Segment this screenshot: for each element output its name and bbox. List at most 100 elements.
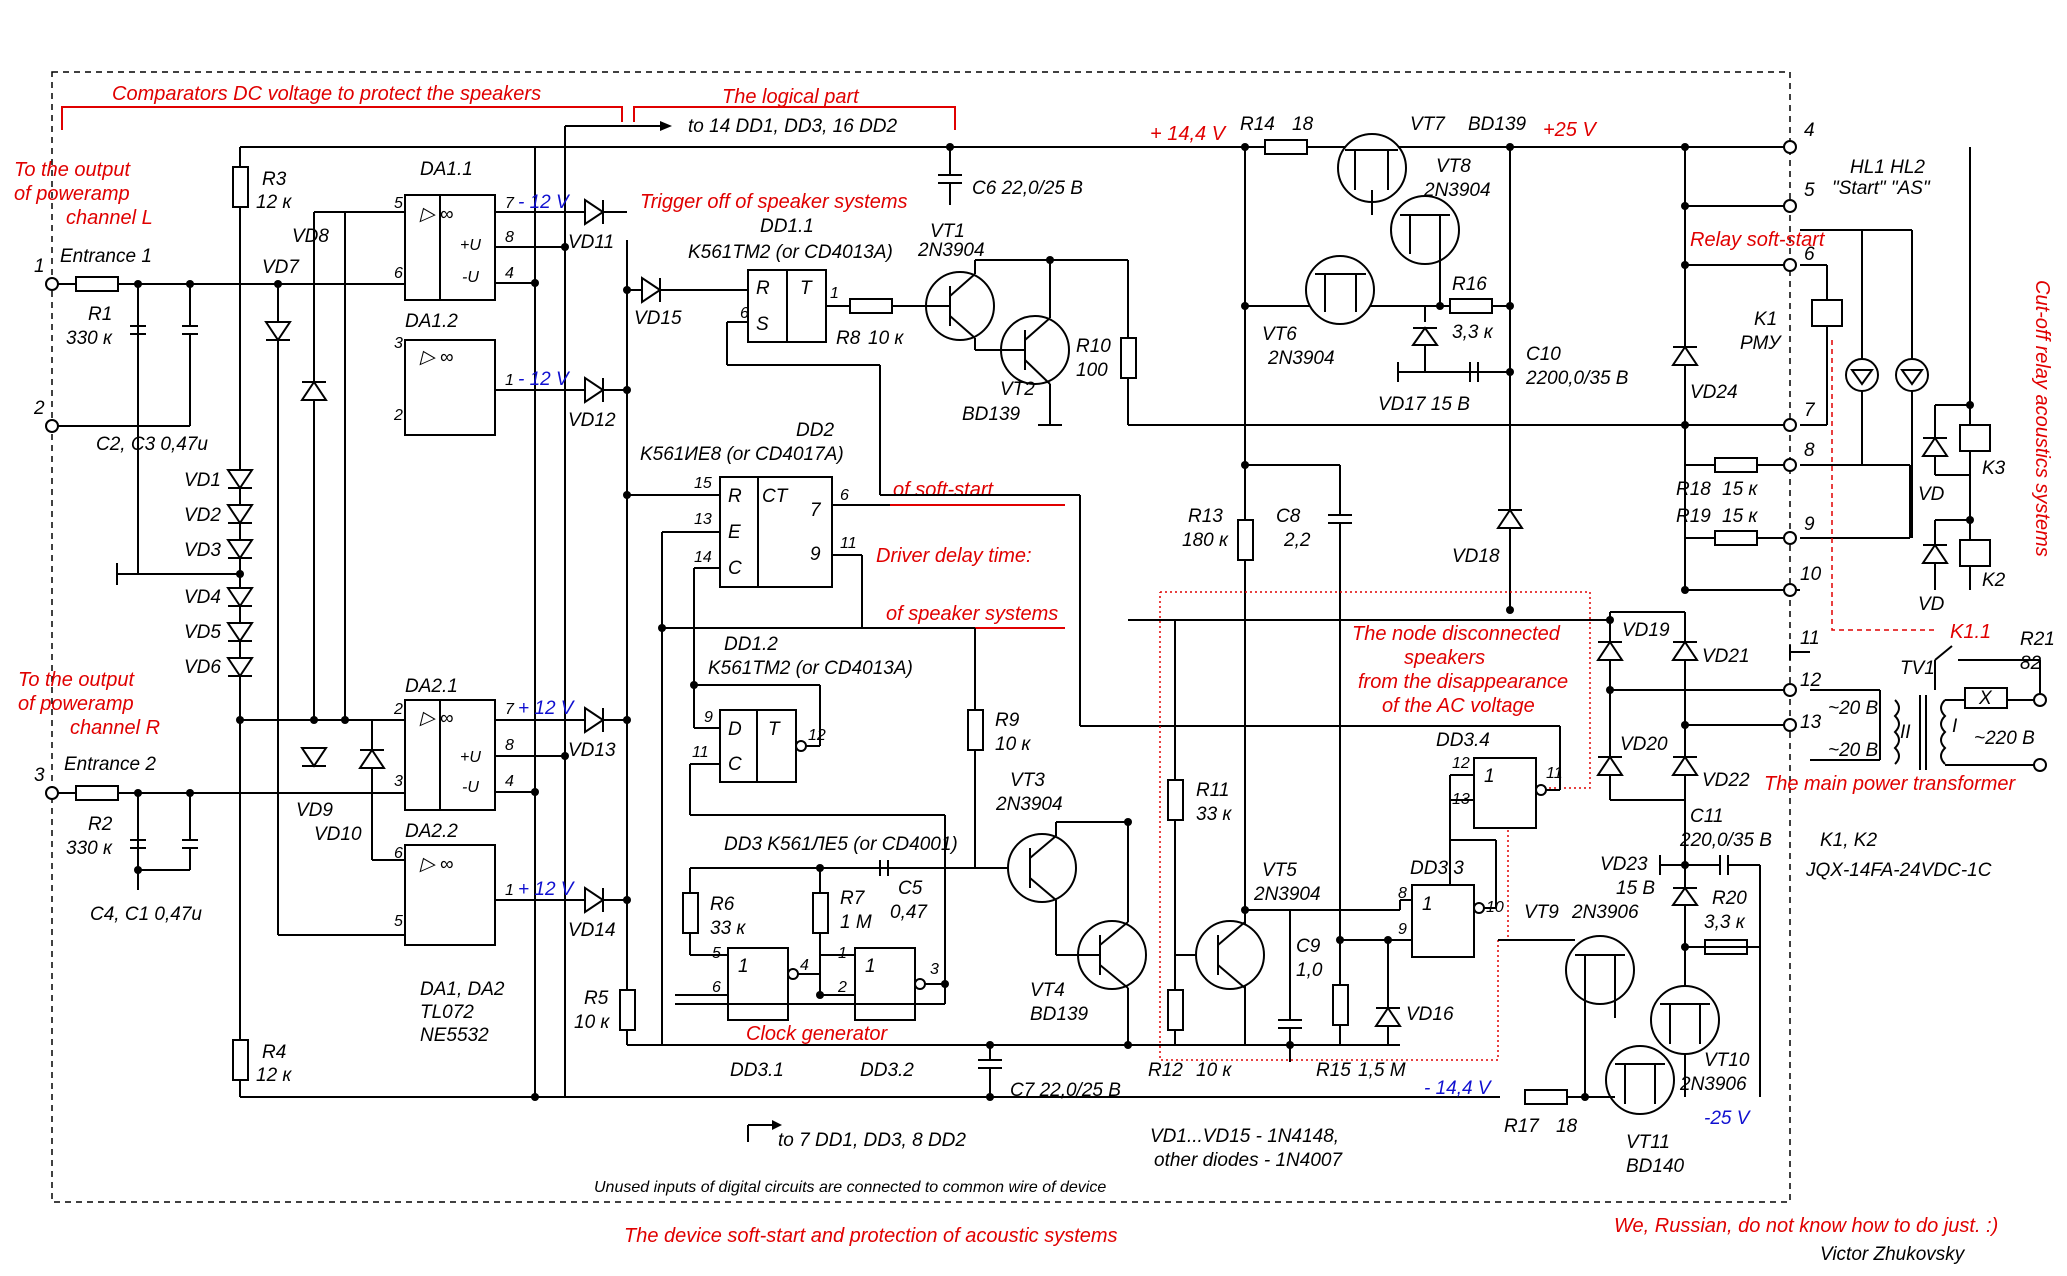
svg-text:R4: R4 bbox=[262, 1042, 286, 1063]
svg-text:DD3.3: DD3.3 bbox=[1410, 858, 1464, 879]
svg-text:1: 1 bbox=[865, 956, 876, 977]
svg-text:11: 11 bbox=[1800, 628, 1820, 649]
svg-text:~220 B: ~220 B bbox=[1974, 728, 2035, 749]
svg-text:HL1 HL2: HL1 HL2 bbox=[1850, 157, 1925, 178]
svg-text:2: 2 bbox=[393, 701, 403, 718]
svg-text:+25 V: +25 V bbox=[1543, 119, 1597, 141]
svg-text:S: S bbox=[756, 314, 769, 335]
svg-text:15: 15 bbox=[694, 475, 712, 492]
svg-text:3: 3 bbox=[394, 773, 403, 790]
svg-text:K561ИЕ8 (or CD4017A): K561ИЕ8 (or CD4017A) bbox=[640, 444, 844, 465]
svg-text:2,2: 2,2 bbox=[1283, 530, 1311, 551]
svg-text:R8: R8 bbox=[836, 328, 861, 349]
svg-text:7: 7 bbox=[505, 701, 515, 718]
comparators-bracket bbox=[61, 106, 623, 130]
svg-text:VT10: VT10 bbox=[1704, 1050, 1750, 1071]
svg-text:18: 18 bbox=[1292, 114, 1314, 135]
svg-text:3: 3 bbox=[394, 335, 403, 352]
svg-text:VD8: VD8 bbox=[292, 226, 329, 247]
svg-text:Entrance 1: Entrance 1 bbox=[60, 246, 152, 267]
svg-text:T: T bbox=[768, 719, 781, 740]
svg-text:- 12 V: - 12 V bbox=[518, 369, 571, 390]
svg-text:1: 1 bbox=[505, 372, 514, 389]
svg-text:C5: C5 bbox=[898, 878, 923, 899]
svg-text:Victor Zhukovsky: Victor Zhukovsky bbox=[1820, 1244, 1966, 1265]
svg-text:VD21: VD21 bbox=[1702, 646, 1750, 667]
svg-text:9: 9 bbox=[1804, 514, 1815, 535]
svg-text:1,0: 1,0 bbox=[1296, 960, 1323, 981]
svg-text:VD23: VD23 bbox=[1600, 854, 1648, 875]
svg-text:14: 14 bbox=[694, 549, 712, 566]
svg-text:K1: K1 bbox=[1754, 309, 1777, 330]
svg-text:6: 6 bbox=[740, 305, 749, 322]
svg-text:VT1: VT1 bbox=[930, 221, 965, 242]
svg-text:0,47: 0,47 bbox=[890, 902, 928, 923]
svg-text:VD11: VD11 bbox=[568, 232, 614, 253]
svg-text:R12: R12 bbox=[1148, 1060, 1183, 1081]
svg-text:~20 B: ~20 B bbox=[1828, 740, 1879, 761]
svg-text:1: 1 bbox=[830, 285, 839, 302]
svg-text:15 к: 15 к bbox=[1722, 506, 1758, 527]
svg-text:C11: C11 bbox=[1690, 806, 1723, 827]
svg-text:VD5: VD5 bbox=[184, 622, 221, 643]
svg-text:VD4: VD4 bbox=[184, 587, 221, 608]
svg-text:R: R bbox=[728, 486, 742, 507]
svg-text:5: 5 bbox=[394, 195, 403, 212]
svg-text:channel L: channel L bbox=[66, 207, 153, 229]
dd3-1 bbox=[727, 947, 789, 1021]
svg-text:To the output: To the output bbox=[18, 669, 135, 691]
svg-text:11: 11 bbox=[840, 535, 857, 552]
svg-text:X: X bbox=[1978, 688, 1993, 709]
svg-text:+ 14,4 V: + 14,4 V bbox=[1150, 123, 1227, 145]
svg-text:12 к: 12 к bbox=[256, 192, 292, 213]
svg-text:R20: R20 bbox=[1712, 888, 1747, 909]
svg-text:5: 5 bbox=[712, 945, 721, 962]
svg-text:180 к: 180 к bbox=[1182, 530, 1229, 551]
right-terminals bbox=[1783, 140, 1797, 732]
svg-text:2N3904: 2N3904 bbox=[1423, 180, 1491, 201]
svg-text:We, Russian, do not know how t: We, Russian, do not know how to do just.… bbox=[1614, 1215, 1998, 1237]
svg-text:13: 13 bbox=[694, 511, 712, 528]
svg-text:+ 12 V: + 12 V bbox=[518, 879, 576, 900]
svg-text:TV1: TV1 bbox=[1900, 658, 1935, 679]
svg-text:82: 82 bbox=[2020, 653, 2042, 674]
svg-text:Cut-off relay acoustics system: Cut-off relay acoustics systems bbox=[2031, 280, 2053, 557]
svg-text:R21: R21 bbox=[2020, 629, 2055, 650]
svg-text:Relay soft-start: Relay soft-start bbox=[1690, 229, 1826, 251]
svg-text:2N3904: 2N3904 bbox=[995, 794, 1063, 815]
svg-text:VD20: VD20 bbox=[1620, 734, 1668, 755]
svg-text:DD3.2: DD3.2 bbox=[860, 1060, 914, 1081]
svg-text:+U: +U bbox=[460, 237, 481, 254]
svg-text:6: 6 bbox=[840, 487, 849, 504]
svg-text:R2: R2 bbox=[88, 814, 113, 835]
svg-text:K3: K3 bbox=[1982, 458, 2006, 479]
svg-text:VD13: VD13 bbox=[568, 740, 616, 761]
svg-text:33 к: 33 к bbox=[710, 918, 746, 939]
svg-text:▷ ∞: ▷ ∞ bbox=[419, 708, 453, 729]
svg-text:NE5532: NE5532 bbox=[420, 1025, 489, 1046]
svg-text:7: 7 bbox=[505, 195, 515, 212]
svg-text:to 7 DD1, DD3, 8 DD2: to 7 DD1, DD3, 8 DD2 bbox=[778, 1130, 966, 1151]
svg-text:R15: R15 bbox=[1316, 1060, 1351, 1081]
svg-text:▷ ∞: ▷ ∞ bbox=[419, 854, 453, 875]
svg-text:of the AC voltage: of the AC voltage bbox=[1382, 695, 1535, 717]
comparators-label: Comparators DC voltage to protect the sp… bbox=[112, 83, 541, 105]
svg-text:12 к: 12 к bbox=[256, 1065, 292, 1086]
svg-text:BD140: BD140 bbox=[1626, 1156, 1685, 1177]
svg-text:DA2.2: DA2.2 bbox=[405, 821, 458, 842]
svg-text:3: 3 bbox=[930, 961, 939, 978]
svg-text:C8: C8 bbox=[1276, 506, 1301, 527]
svg-text:C: C bbox=[728, 558, 742, 579]
svg-text:R16: R16 bbox=[1452, 274, 1487, 295]
svg-text:2: 2 bbox=[33, 398, 45, 419]
svg-text:9: 9 bbox=[704, 709, 713, 726]
svg-text:"Start" "AS": "Start" "AS" bbox=[1832, 178, 1931, 199]
svg-text:VD17 15 B: VD17 15 B bbox=[1378, 394, 1470, 415]
svg-text:speakers: speakers bbox=[1404, 647, 1485, 669]
svg-text:8: 8 bbox=[1398, 885, 1407, 902]
svg-text:C9: C9 bbox=[1296, 936, 1321, 957]
svg-text:of soft-start: of soft-start bbox=[893, 479, 994, 501]
svg-text:11: 11 bbox=[1546, 765, 1563, 782]
dd3-3 bbox=[1411, 884, 1475, 958]
svg-text:R17: R17 bbox=[1504, 1116, 1540, 1137]
